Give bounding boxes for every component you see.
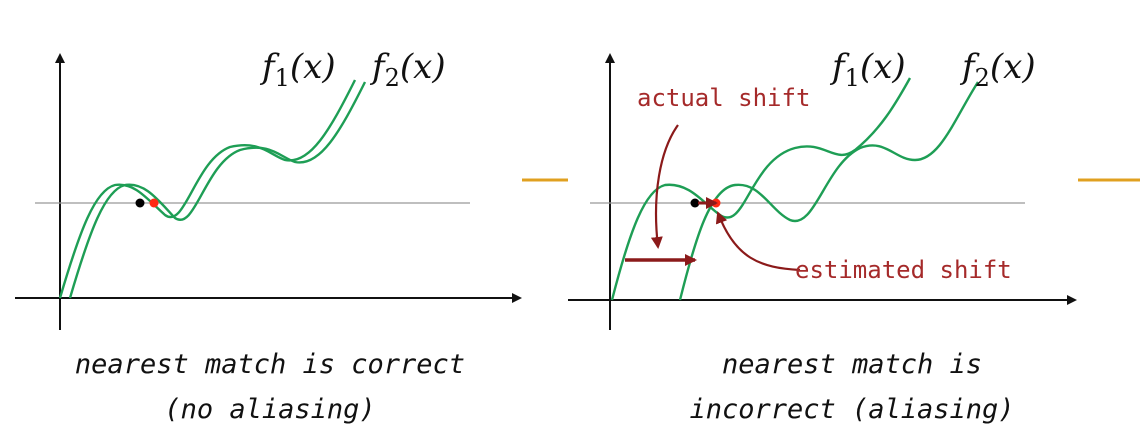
right-label-f1: f1(x) bbox=[829, 47, 906, 92]
right-label-f2: f2(x) bbox=[959, 47, 1036, 92]
left-point-f2 bbox=[149, 198, 159, 208]
estimated-shift-leader bbox=[715, 211, 801, 272]
right-label-f1-arg: (x) bbox=[860, 47, 906, 87]
left-label-f2-sub: 2 bbox=[385, 64, 400, 92]
annotation-estimated-shift: estimated shift bbox=[795, 256, 1012, 284]
left-label-f1-arg: (x) bbox=[290, 47, 336, 87]
left-panel: f1(x) f2(x) nearest match is correct (no… bbox=[15, 47, 522, 425]
left-label-f2-arg: (x) bbox=[400, 47, 446, 87]
left-caption-line1: nearest match is correct bbox=[75, 349, 465, 380]
left-label-f2: f2(x) bbox=[369, 47, 446, 92]
right-curve-f1 bbox=[610, 77, 912, 301]
left-curve-f2 bbox=[68, 81, 367, 299]
left-curve-f1 bbox=[58, 79, 357, 299]
right-label-f1-sub: 1 bbox=[845, 64, 860, 92]
right-curve-f2 bbox=[678, 81, 980, 301]
annotation-actual-shift: actual shift bbox=[637, 84, 810, 112]
left-label-f1: f1(x) bbox=[259, 47, 336, 92]
right-point-f1 bbox=[690, 198, 700, 208]
right-label-f2-arg: (x) bbox=[990, 47, 1036, 87]
left-point-f1 bbox=[135, 198, 145, 208]
left-label-f1-sub: 1 bbox=[275, 64, 290, 92]
right-caption-line1: nearest match is bbox=[722, 349, 982, 380]
actual-shift-leader bbox=[650, 124, 679, 249]
right-caption-line2: incorrect (aliasing) bbox=[689, 394, 1014, 425]
left-caption-line2: (no aliasing) bbox=[164, 394, 375, 425]
right-label-f2-sub: 2 bbox=[975, 64, 990, 92]
right-panel: actual shift estimated shift f1(x) f2(x)… bbox=[568, 47, 1077, 425]
